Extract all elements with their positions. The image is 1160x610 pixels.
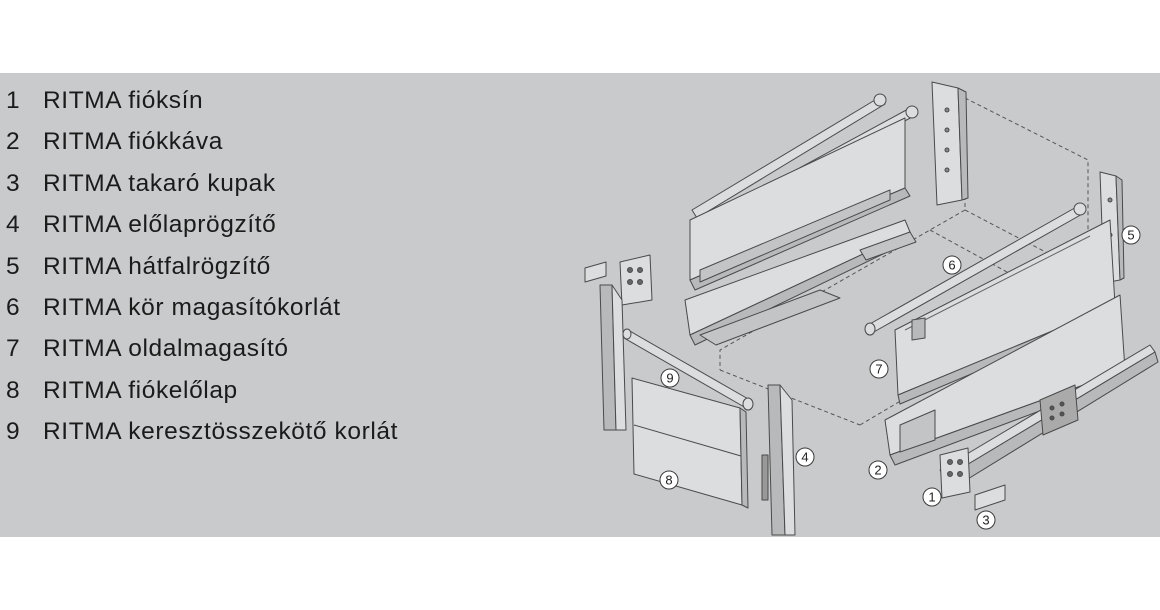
legend-item-6: 6 RITMA kör magasítókorlát — [6, 294, 398, 335]
callout-8: 8 — [659, 470, 679, 490]
legend-label: RITMA fióksín — [43, 87, 204, 114]
callout-number: 7 — [875, 362, 882, 377]
legend-number: 5 — [6, 252, 21, 280]
callout-number: 5 — [1127, 228, 1134, 243]
callout-number: 2 — [874, 463, 881, 478]
round-gallery-rail — [864, 202, 1087, 336]
callout-7: 7 — [869, 359, 889, 379]
callout-number: 4 — [801, 450, 808, 465]
callout-number: 1 — [928, 490, 935, 505]
legend-label: RITMA előlaprögzítő — [43, 211, 277, 239]
cover-cap — [974, 484, 1006, 511]
callout-9: 9 — [660, 368, 680, 388]
callout-number: 9 — [666, 371, 673, 386]
legend-item-5: 5 RITMA hátfalrögzítő — [6, 253, 398, 294]
side-riser-left — [689, 117, 911, 291]
callout-number: 6 — [948, 258, 955, 273]
legend-number: 9 — [6, 418, 21, 446]
legend-label: RITMA hátfalrögzítő — [43, 252, 271, 280]
legend-number: 8 — [6, 376, 21, 404]
legend-item-9: 9 RITMA keresztösszekötő korlát — [6, 418, 398, 459]
legend-label: RITMA takaró kupak — [43, 169, 276, 197]
callout-6: 6 — [942, 255, 962, 275]
callout-circle — [976, 510, 996, 530]
legend-label: RITMA oldalmagasító — [43, 335, 289, 363]
callout-circle — [869, 359, 889, 379]
front-fastener-post-right — [761, 384, 796, 536]
legend-item-8: 8 RITMA fiókelőlap — [6, 377, 398, 418]
legend-number: 3 — [6, 169, 21, 197]
front-fastener-left — [619, 254, 653, 306]
legend-item-7: 7 RITMA oldalmagasító — [6, 335, 398, 376]
legend-item-3: 3 RITMA takaró kupak — [6, 170, 398, 211]
front-fastener-post-left — [599, 284, 627, 431]
callout-circle — [795, 447, 815, 467]
parts-legend: 1 RITMA fióksín 2 RITMA fiókkáva 3 RITMA ta… — [6, 87, 398, 460]
callout-1: 1 — [922, 487, 942, 507]
callout-2: 2 — [868, 460, 888, 480]
callout-circle — [922, 487, 942, 507]
callout-5: 5 — [1121, 225, 1141, 245]
legend-number: 2 — [6, 128, 21, 156]
front-fastener-right — [939, 447, 971, 499]
drawer-side-left — [684, 219, 917, 346]
callout-circle — [942, 255, 962, 275]
cover-cap-left — [584, 261, 607, 283]
legend-item-2: 2 RITMA fiókkáva — [6, 128, 398, 169]
legend-number: 7 — [6, 335, 21, 363]
callout-circle — [868, 460, 888, 480]
cross-connection-rail — [622, 328, 754, 411]
legend-label: RITMA kör magasítókorlát — [43, 293, 341, 321]
back-fastener-left — [931, 81, 969, 206]
drawer-front-panel — [631, 377, 749, 509]
legend-item-4: 4 RITMA előlaprögzítő — [6, 211, 398, 252]
callout-circle — [1121, 225, 1141, 245]
drawer-runner — [939, 344, 1159, 491]
legend-number: 4 — [6, 211, 21, 239]
legend-label: RITMA keresztösszekötő korlát — [43, 418, 399, 446]
callout-number: 8 — [665, 473, 672, 488]
callout-number: 3 — [982, 513, 989, 528]
legend-number: 1 — [6, 87, 21, 114]
legend-label: RITMA fiókelőlap — [43, 376, 238, 404]
legend-label: RITMA fiókkáva — [43, 128, 223, 156]
legend-item-1: 1 RITMA fióksín — [6, 87, 398, 128]
callout-circle — [660, 368, 680, 388]
callout-circle — [659, 470, 679, 490]
callout-3: 3 — [976, 510, 996, 530]
legend-number: 6 — [6, 293, 21, 321]
callout-4: 4 — [795, 447, 815, 467]
